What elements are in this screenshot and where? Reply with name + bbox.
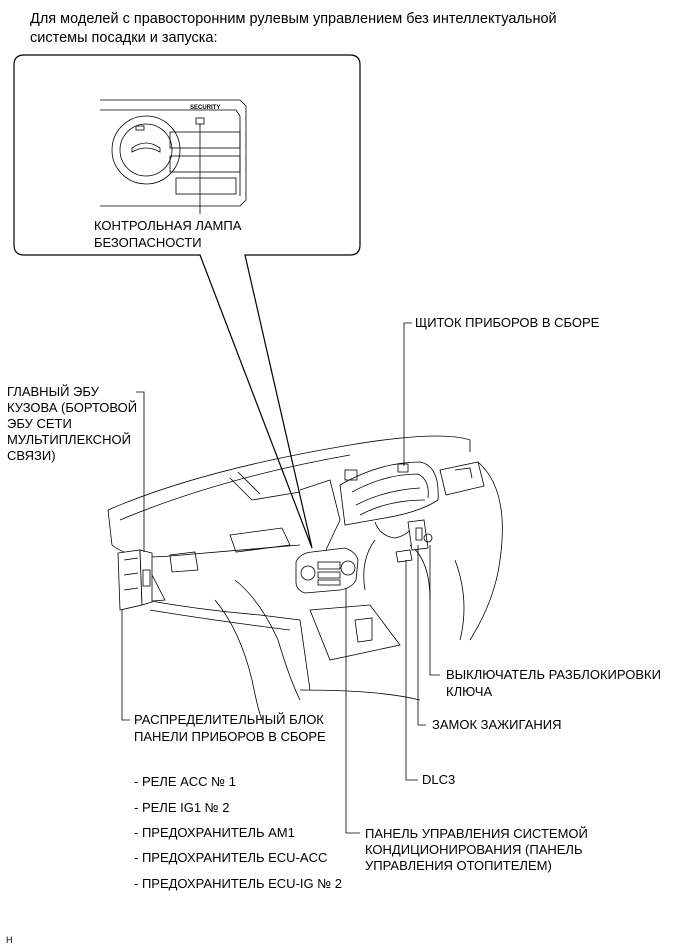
main-body-ecu-label-4: МУЛЬТИПЛЕКСНОЙ — [7, 432, 131, 447]
unlock-switch-label-1: ВЫКЛЮЧАТЕЛЬ РАЗБЛОКИРОВКИ — [446, 667, 661, 682]
junction-block-label-2: ПАНЕЛИ ПРИБОРОВ В СБОРЕ — [134, 729, 326, 744]
leader-lines — [121, 322, 440, 834]
heading-line-1: Для моделей с правосторонним рулевым упр… — [30, 11, 557, 27]
junction-block-item: - РЕЛЕ ACC № 1 — [134, 774, 236, 789]
ac-panel-label-3: УПРАВЛЕНИЯ ОТОПИТЕЛЕМ) — [365, 858, 552, 873]
main-body-ecu-label-1: ГЛАВНЫЙ ЭБУ — [7, 384, 99, 399]
main-body-ecu-label-5: СВЯЗИ) — [7, 448, 56, 463]
ignition-lock-label: ЗАМОК ЗАЖИГАНИЯ — [432, 717, 562, 732]
main-body-ecu-drawing — [117, 549, 153, 611]
ac-panel-label-2: КОНДИЦИОНИРОВАНИЯ (ПАНЕЛЬ — [365, 842, 583, 857]
ac-control-panel-drawing — [295, 547, 359, 594]
heading-line-2: системы посадки и запуска: — [30, 30, 218, 46]
junction-block-item: - ПРЕДОХРАНИТЕЛЬ ECU-IG № 2 — [134, 876, 343, 891]
junction-block-label-1: РАСПРЕДЕЛИТЕЛЬНЫЙ БЛОК — [134, 712, 324, 727]
security-lamp-label-2: БЕЗОПАСНОСТИ — [94, 235, 202, 250]
main-body-ecu-label-3: ЭБУ СЕТИ — [7, 416, 72, 431]
junction-block-item: - ПРЕДОХРАНИТЕЛЬ AM1 — [134, 825, 295, 840]
junction-block-item: - ПРЕДОХРАНИТЕЛЬ ECU-ACC — [134, 850, 328, 865]
instrument-cluster-drawing — [339, 461, 439, 539]
junction-block-item: - РЕЛЕ IG1 № 2 — [134, 800, 230, 815]
security-badge: SECURITY — [190, 105, 221, 111]
instrument-cluster-label: ЩИТОК ПРИБОРОВ В СБОРЕ — [415, 315, 600, 330]
security-lamp-label-1: КОНТРОЛЬНАЯ ЛАМПА — [94, 218, 242, 233]
inset-callout-frame — [13, 54, 361, 549]
ac-panel-label-1: ПАНЕЛЬ УПРАВЛЕНИЯ СИСТЕМОЙ — [365, 826, 588, 841]
inset-security-detail — [100, 99, 247, 214]
ignition-area-drawing — [395, 519, 433, 563]
dlc3-label: DLC3 — [422, 772, 456, 787]
figure-code: H — [6, 935, 13, 945]
unlock-switch-label-2: КЛЮЧА — [446, 684, 493, 699]
main-body-ecu-label-2: КУЗОВА (БОРТОВОЙ — [7, 400, 138, 415]
